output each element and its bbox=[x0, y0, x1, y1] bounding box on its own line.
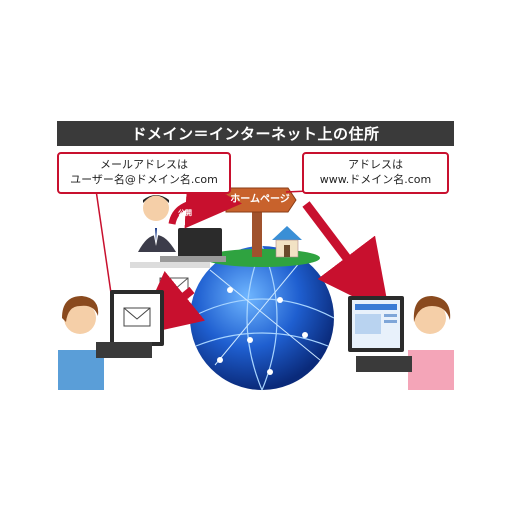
address-callout-line1: アドレスは bbox=[348, 158, 403, 171]
email-callout: メールアドレスは ユーザー名@ドメイン名.com bbox=[57, 152, 231, 194]
signpost-label: ホームページ bbox=[230, 194, 290, 205]
keyboard-left-icon bbox=[96, 342, 152, 358]
publish-arrow-icon bbox=[168, 172, 242, 229]
email-callout-line2: ユーザー名@ドメイン名.com bbox=[70, 173, 218, 186]
publish-label: 公開 bbox=[178, 209, 192, 217]
globe-icon bbox=[189, 245, 335, 391]
house-icon bbox=[272, 226, 302, 258]
envelope-screen-icon bbox=[123, 307, 151, 327]
monitor-right-icon bbox=[348, 296, 404, 352]
laptop-icon bbox=[160, 228, 226, 262]
address-callout-line2: www.ドメイン名.com bbox=[319, 173, 432, 186]
page-title: ドメイン＝インターネット上の住所 bbox=[57, 121, 454, 146]
woman-right-icon bbox=[406, 296, 454, 390]
web-arrow-icon bbox=[302, 201, 390, 315]
email-pointer-icon bbox=[95, 189, 113, 301]
keyboard-right-icon bbox=[356, 356, 412, 372]
email-arrow-icon bbox=[135, 270, 206, 337]
email-callout-line1: メールアドレスは bbox=[100, 158, 188, 171]
woman-left-icon bbox=[58, 296, 104, 390]
desk-icon bbox=[130, 262, 210, 268]
man-icon bbox=[138, 195, 176, 252]
address-callout: アドレスは www.ドメイン名.com bbox=[302, 152, 449, 194]
